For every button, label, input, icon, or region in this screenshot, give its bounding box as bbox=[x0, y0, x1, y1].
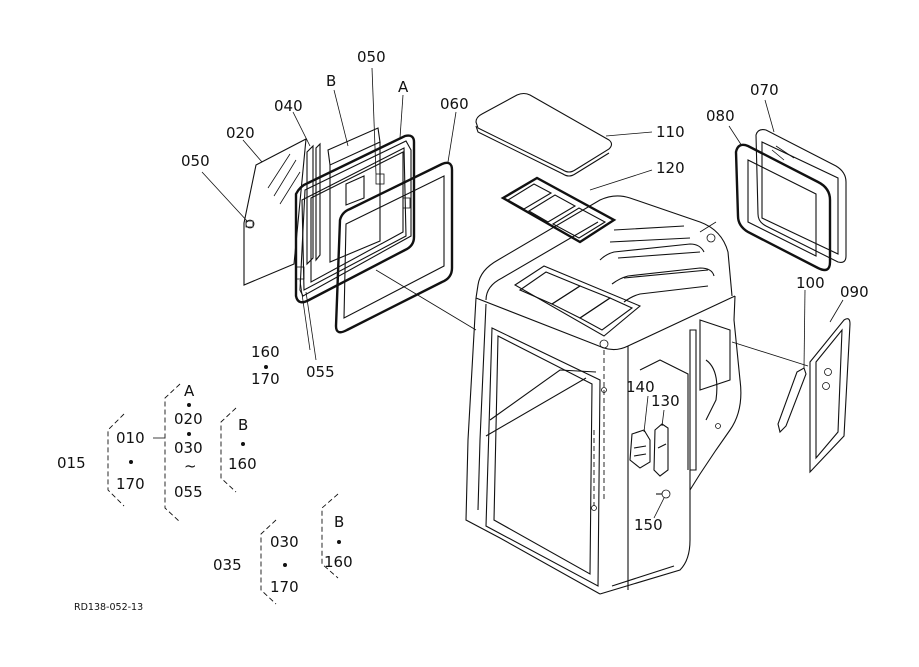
callout-070: 070 bbox=[750, 81, 779, 99]
door-seal-frame bbox=[294, 134, 454, 334]
callout-055: 055 bbox=[306, 363, 335, 381]
grip-handle-100 bbox=[777, 367, 807, 434]
assembly-group-015: 015 010 170 A 020 030 ~ 055 B 160 bbox=[57, 382, 257, 501]
group-brackets bbox=[107, 383, 339, 605]
group015-col3-item1: B bbox=[238, 416, 248, 434]
assembly-group-035: 035 030 170 B 160 bbox=[213, 513, 353, 596]
group015-tilde: ~ bbox=[184, 457, 197, 475]
callout-140: 140 bbox=[626, 378, 655, 396]
callout-150: 150 bbox=[634, 516, 663, 534]
group035-col1-item1: 030 bbox=[270, 533, 299, 551]
group015-col2-item2: 020 bbox=[174, 410, 203, 428]
group015-col2-item4: 055 bbox=[174, 483, 203, 501]
callout-060: 060 bbox=[440, 95, 469, 113]
group035-col2-item2: 160 bbox=[324, 553, 353, 571]
group015-col1-item1: 010 bbox=[116, 429, 145, 447]
group015-col1-item2: 170 bbox=[116, 475, 145, 493]
callout-170: 170 bbox=[251, 370, 280, 388]
roof-panel-110 bbox=[475, 92, 613, 177]
front-glass-panel bbox=[243, 138, 307, 286]
callout-020: 020 bbox=[226, 124, 255, 142]
group015-col3-item2: 160 bbox=[228, 455, 257, 473]
callout-A-top: A bbox=[398, 78, 409, 96]
callout-100: 100 bbox=[796, 274, 825, 292]
callout-B-top: B bbox=[326, 72, 336, 90]
callout-130: 130 bbox=[651, 392, 680, 410]
side-glass-090 bbox=[809, 318, 851, 474]
callout-160: 160 bbox=[251, 343, 280, 361]
callout-040: 040 bbox=[274, 97, 303, 115]
callout-labels: 050 020 040 B 050 A 060 110 120 080 070 … bbox=[181, 48, 869, 534]
group-id-015: 015 bbox=[57, 454, 86, 472]
callout-110: 110 bbox=[656, 123, 685, 141]
group015-col2-item3: 030 bbox=[174, 439, 203, 457]
cab-body bbox=[465, 195, 742, 595]
window-latch-parts bbox=[295, 127, 412, 297]
leader-lines bbox=[201, 67, 844, 519]
rear-seal-080 bbox=[734, 143, 832, 272]
group035-col2-item1: B bbox=[334, 513, 344, 531]
callout-050-top: 050 bbox=[357, 48, 386, 66]
group-id-035: 035 bbox=[213, 556, 242, 574]
callout-050-left: 050 bbox=[181, 152, 210, 170]
callout-090: 090 bbox=[840, 283, 869, 301]
rear-window-070 bbox=[755, 129, 847, 263]
group035-col1-item2: 170 bbox=[270, 578, 299, 596]
reference-code: RD138-052-13 bbox=[74, 602, 143, 613]
callout-080: 080 bbox=[706, 107, 735, 125]
door-lock-parts bbox=[629, 423, 671, 499]
group015-col2-item1: A bbox=[184, 382, 195, 400]
callout-120: 120 bbox=[656, 159, 685, 177]
